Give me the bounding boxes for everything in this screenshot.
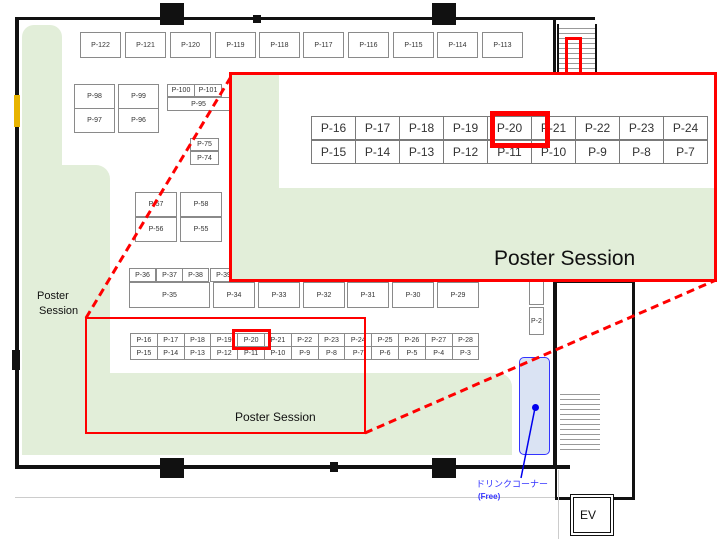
booth: P-56	[135, 217, 177, 242]
highlight-p20-small	[232, 329, 271, 350]
drink-corner-free: (Free)	[478, 492, 501, 501]
booth: P-6	[371, 346, 399, 360]
booth: P-122	[80, 32, 121, 58]
inset-poster-session-label: Poster Session	[494, 247, 636, 270]
booth: P-115	[393, 32, 434, 58]
booth: P-9	[290, 346, 319, 360]
booth: P-100	[167, 84, 195, 97]
wall-strip	[15, 497, 555, 498]
zoom-dashed-line-right	[364, 278, 717, 435]
inset-highlight-p20	[490, 111, 550, 148]
pillar	[160, 458, 184, 478]
wall-top	[15, 17, 595, 20]
booth: P-37	[156, 268, 183, 282]
booth: P-9	[575, 140, 620, 164]
booth: P-24	[663, 116, 708, 140]
booth: P-35	[129, 282, 210, 308]
poster-session-side-line2: Session	[39, 305, 79, 317]
inset-green-bottom	[232, 188, 714, 279]
booth: P-97	[74, 108, 115, 133]
elevator-label: EV	[580, 508, 597, 522]
booth: P-99	[118, 84, 159, 109]
booth: P-32	[303, 282, 345, 308]
booth: P-12	[443, 140, 488, 164]
poster-session-label: Poster Session	[235, 410, 316, 424]
highlight-stair	[565, 37, 582, 77]
pillar	[432, 3, 456, 25]
wall-strip	[558, 470, 559, 539]
booth: P-22	[575, 116, 620, 140]
wall-bottom	[15, 465, 570, 469]
booth: P-38	[182, 268, 209, 282]
booth: P-33	[258, 282, 300, 308]
booth: P-3	[451, 346, 480, 360]
poster-session-side-line1: Poster	[37, 290, 69, 302]
booth: P-8	[619, 140, 664, 164]
booth: P-14	[355, 140, 400, 164]
booth: P-15	[311, 140, 356, 164]
booth: P-30	[392, 282, 434, 308]
booth: P-55	[180, 217, 222, 242]
drink-leader-line	[520, 407, 536, 479]
booth: P-118	[259, 32, 300, 58]
booth: P-57	[135, 192, 177, 217]
drink-corner-marker	[532, 404, 539, 411]
booth: P-13	[399, 140, 444, 164]
booth: P-29	[437, 282, 479, 308]
booth: P-121	[125, 32, 166, 58]
booth: P-17	[355, 116, 400, 140]
booth: P-119	[215, 32, 256, 58]
booth: P-34	[213, 282, 255, 308]
booth: P-96	[118, 108, 159, 133]
booth: P-23	[619, 116, 664, 140]
door-left	[14, 95, 20, 127]
booth: P-74	[190, 151, 219, 165]
booth: P-120	[170, 32, 211, 58]
booth: P-16	[311, 116, 356, 140]
booth: P-2	[529, 307, 544, 335]
pillar	[253, 15, 261, 23]
booth: P-116	[348, 32, 389, 58]
booth: P-114	[437, 32, 478, 58]
booth: P-18	[399, 116, 444, 140]
pillar	[432, 458, 456, 478]
booth: P-58	[180, 192, 222, 217]
wall-left	[15, 17, 19, 469]
booth: P-31	[347, 282, 389, 308]
booth: P-19	[443, 116, 488, 140]
green-area-bottom	[22, 373, 512, 455]
booth: P-113	[482, 32, 523, 58]
booth: P-36	[129, 268, 156, 282]
stairs	[560, 390, 600, 450]
pillar	[12, 350, 20, 370]
pillar	[160, 3, 184, 25]
booth: P-8	[317, 346, 346, 360]
pillar	[330, 462, 338, 472]
zoom-region-box	[85, 317, 366, 434]
booth: P-117	[303, 32, 344, 58]
drink-corner-label: ドリンクコーナー	[476, 479, 549, 489]
elevator-box	[570, 494, 614, 536]
booth: P-7	[663, 140, 708, 164]
zoom-dashed-line-left	[84, 74, 234, 319]
